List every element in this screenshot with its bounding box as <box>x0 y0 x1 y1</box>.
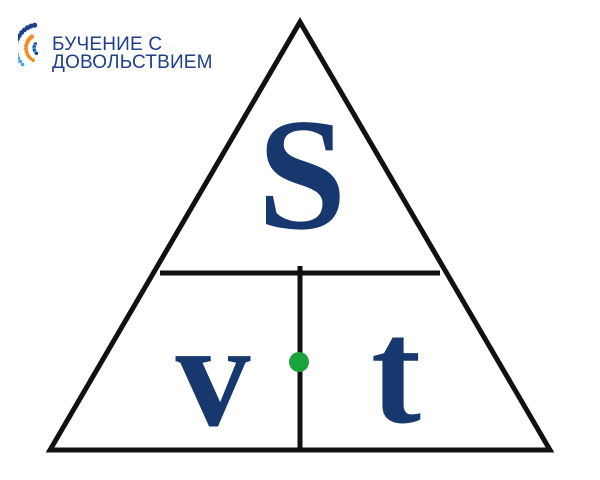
logo: БУЧЕНИЕ С ДОВОЛЬСТВИЕМ <box>13 16 218 80</box>
logo-line1: БУЧЕНИЕ С <box>52 34 163 55</box>
distance-letter: S <box>258 85 347 263</box>
logo-dot <box>20 62 25 67</box>
time-letter: t <box>371 289 421 455</box>
logo-dot <box>31 58 35 62</box>
multiplication-dot <box>289 352 309 372</box>
logo-dot <box>16 56 21 61</box>
logo-dot <box>17 33 22 38</box>
logo-line2: ДОВОЛЬСТВИЕМ <box>52 52 213 73</box>
logo-dot <box>18 59 23 64</box>
logo-dot <box>34 51 39 56</box>
speed-letter: v <box>176 292 251 458</box>
